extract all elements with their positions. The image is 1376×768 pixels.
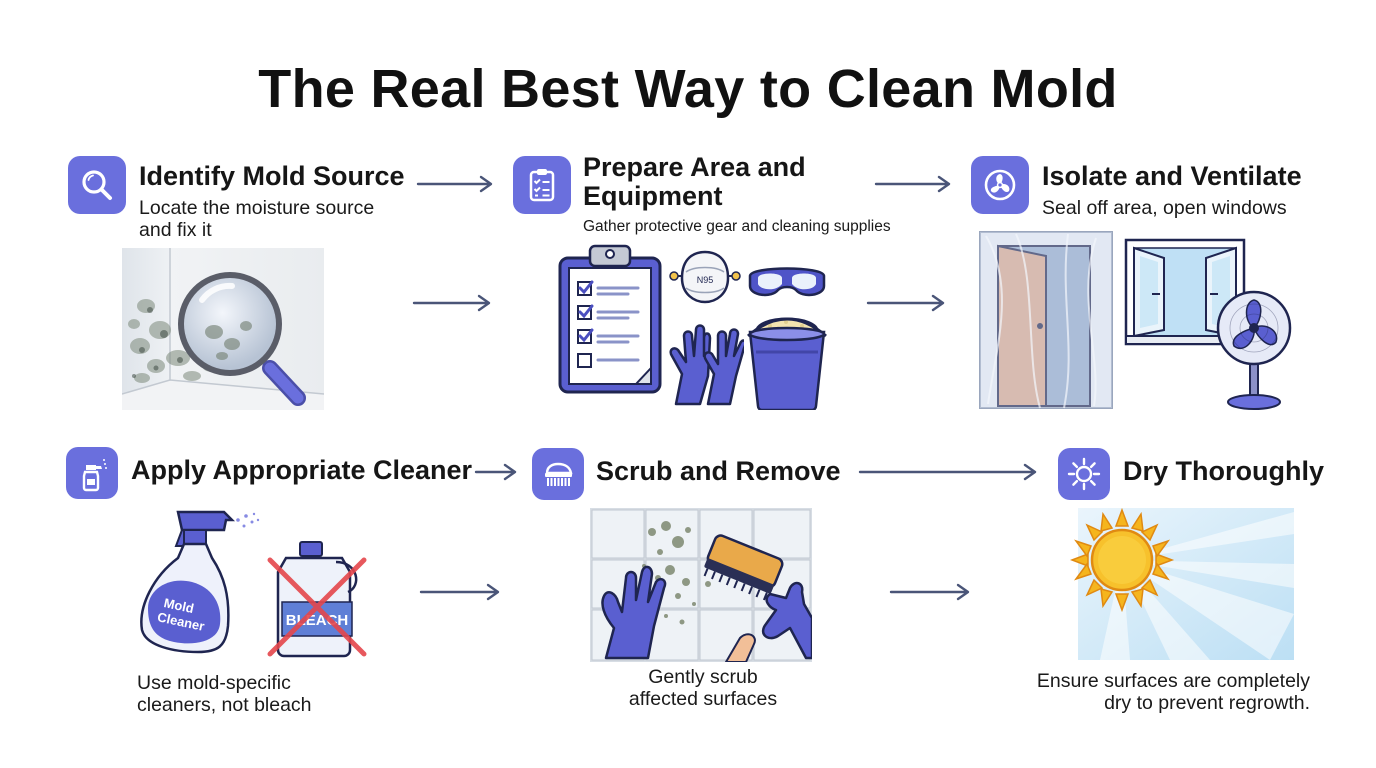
sunlight-drying-illustration: [1070, 507, 1294, 660]
step-2-title-line: Equipment: [583, 181, 723, 211]
step-1-description-line: Locate the moisture source: [139, 197, 375, 219]
mold-corner-illustration: [122, 248, 324, 410]
step-5-icon-tile: [532, 448, 584, 500]
step-4-icon-tile: [66, 447, 118, 499]
arrow-right-icon: [416, 175, 493, 193]
scrub-brush-icon: [545, 462, 573, 486]
fan-icon: [984, 169, 1016, 201]
clipboard-checklist-illustration: [558, 244, 662, 394]
step-4-description: Use mold-specific cleaners, not bleach: [137, 672, 312, 716]
arrow-right-icon: [858, 463, 1037, 481]
clipboard-checklist-icon: [529, 169, 555, 202]
step-5-description-line: Gently scrub: [648, 666, 758, 688]
magnifying-glass-icon: [82, 170, 112, 200]
sun-icon: [1067, 457, 1101, 491]
step-4-title: Apply Appropriate Cleaner: [131, 455, 473, 485]
step-1-description: Locate the moisture source and fix it: [139, 197, 374, 241]
spray-label-line: Mold: [163, 595, 196, 616]
step-6-description: Ensure surfaces are completely dry to pr…: [990, 670, 1310, 714]
step-5-description-line: affected surfaces: [628, 688, 778, 710]
sealed-door-illustration: [979, 231, 1113, 409]
step-1-title: Identify Mold Source: [139, 161, 405, 191]
step-2-title-line: Prepare Area and: [583, 152, 806, 182]
step-6-description-line: Ensure surfaces are completely: [1036, 670, 1310, 692]
open-window-illustration: [1124, 238, 1246, 346]
arrow-right-icon: [889, 583, 970, 601]
step-3-title: Isolate and Ventilate: [1042, 161, 1302, 191]
crossed-out-bleach-illustration: BLEACH: [267, 541, 367, 658]
standing-fan-illustration: [1216, 290, 1292, 410]
step-6-icon-tile: [1058, 448, 1110, 500]
step-6-description-line: dry to prevent regrowth.: [1104, 692, 1310, 714]
arrow-right-icon: [866, 294, 945, 312]
arrow-right-icon: [419, 583, 500, 601]
step-6-title: Dry Thoroughly: [1123, 456, 1324, 486]
step-3-description: Seal off area, open windows: [1042, 197, 1287, 219]
step-1-description-line: and fix it: [139, 219, 212, 241]
mask-label: N95: [697, 275, 714, 285]
step-4-description-line: cleaners, not bleach: [137, 694, 312, 716]
sponge-bucket-illustration: [747, 317, 827, 410]
scrubbing-tiles-illustration: [590, 508, 812, 662]
step-5-title: Scrub and Remove: [596, 456, 841, 486]
step-2-icon-tile: [513, 156, 571, 214]
gloves-illustration: [669, 324, 744, 406]
n95-mask-illustration: N95: [669, 250, 741, 304]
arrow-right-icon: [474, 463, 517, 481]
step-2-title: Prepare Area and Equipment: [583, 153, 806, 211]
arrow-right-icon: [874, 175, 951, 193]
step-2-description: Gather protective gear and cleaning supp…: [583, 218, 891, 235]
safety-goggles-illustration: [748, 267, 826, 297]
step-1-icon-tile: [68, 156, 126, 214]
step-5-description: Gently scrub affected surfaces: [590, 666, 816, 710]
arrow-right-icon: [412, 294, 491, 312]
page-title: The Real Best Way to Clean Mold: [258, 59, 1118, 119]
step-3-icon-tile: [971, 156, 1029, 214]
mold-cleaner-spray-illustration: Mold Cleaner: [140, 510, 260, 654]
spray-bottle-icon: [82, 459, 107, 492]
step-4-description-line: Use mold-specific: [137, 672, 291, 694]
